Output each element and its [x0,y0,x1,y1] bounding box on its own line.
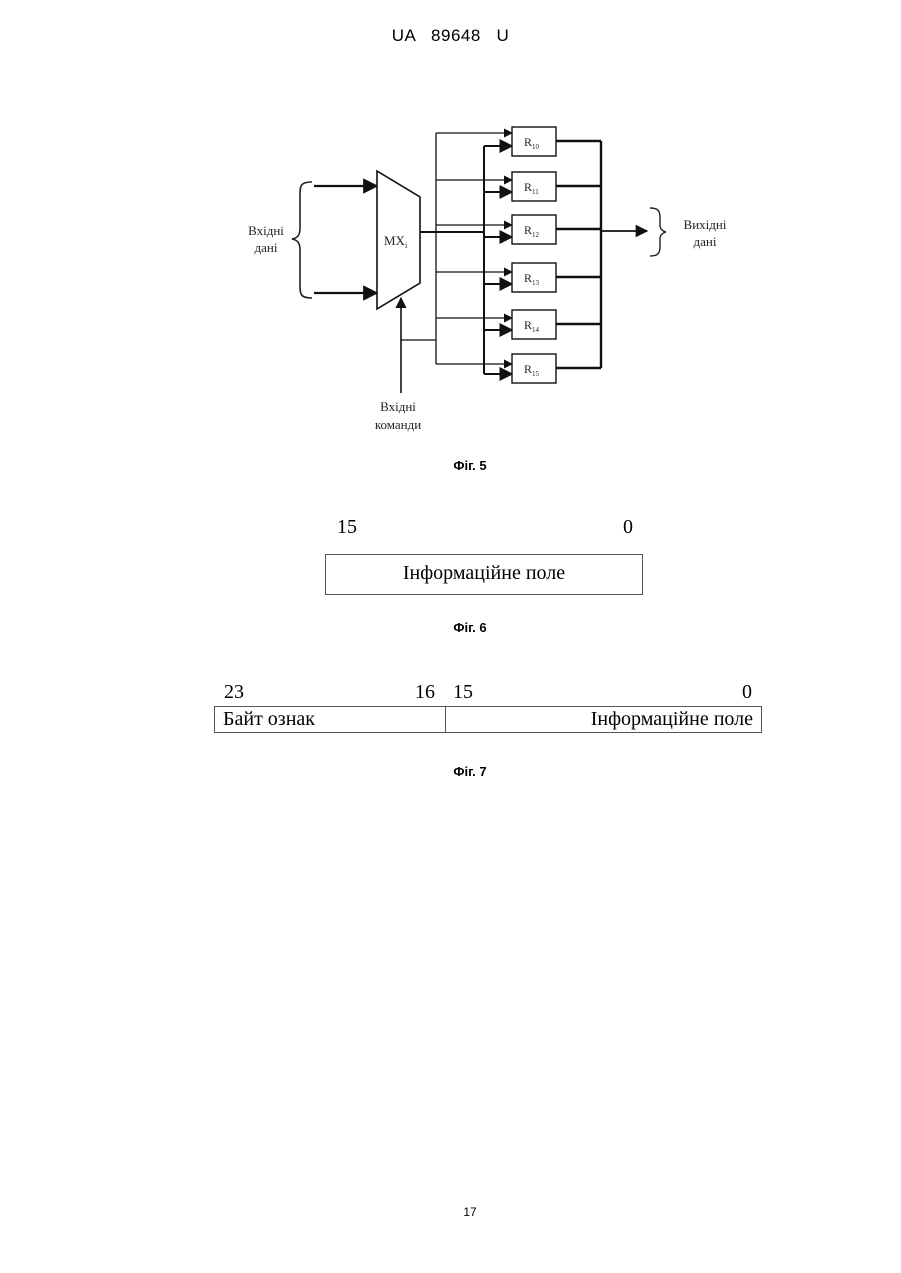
fig5-diagram: Вхідні дані MXi Вхідні команди R10 [0,0,901,460]
fig7-caption: Фіг. 7 [0,764,901,779]
fig7-bit-0: 0 [742,681,752,704]
fig7-bit-15: 15 [453,681,473,704]
output-data-label-1: Вихідні [684,217,727,232]
fig5-caption: Фіг. 5 [0,458,901,473]
fig7-flag-byte-field: Байт ознак [214,706,446,733]
register-r15: R15 [512,354,556,383]
input-data-label-1: Вхідні [248,223,284,238]
fig7-bit-16: 16 [415,681,435,704]
output-brace [650,208,666,256]
input-commands-label-2: команди [375,417,421,432]
output-bus [556,141,601,368]
fig6-information-field: Інформаційне поле [325,554,643,595]
register-r14: R14 [512,310,556,339]
input-brace [292,182,312,298]
register-r10: R10 [512,127,556,156]
fig7-bit-23: 23 [224,681,244,704]
input-data-label-2: дані [255,240,278,255]
fig6-caption: Фіг. 6 [0,620,901,635]
page-number: 17 [0,1205,901,1219]
input-commands-label-1: Вхідні [380,399,416,414]
output-data-label-2: дані [694,234,717,249]
fig7-information-field: Інформаційне поле [445,706,762,733]
fig7-information-field-label: Інформаційне поле [591,708,753,730]
register-r12: R12 [512,215,556,244]
fig7-flag-byte-label: Байт ознак [223,708,315,730]
mux-label: MXi [384,233,408,250]
register-r13: R13 [512,263,556,292]
fig6-information-field-label: Інформаційне поле [403,562,565,584]
fig6-bit-low: 0 [623,516,633,539]
register-r11: R11 [512,172,556,201]
fig6-bit-high: 15 [337,516,357,539]
